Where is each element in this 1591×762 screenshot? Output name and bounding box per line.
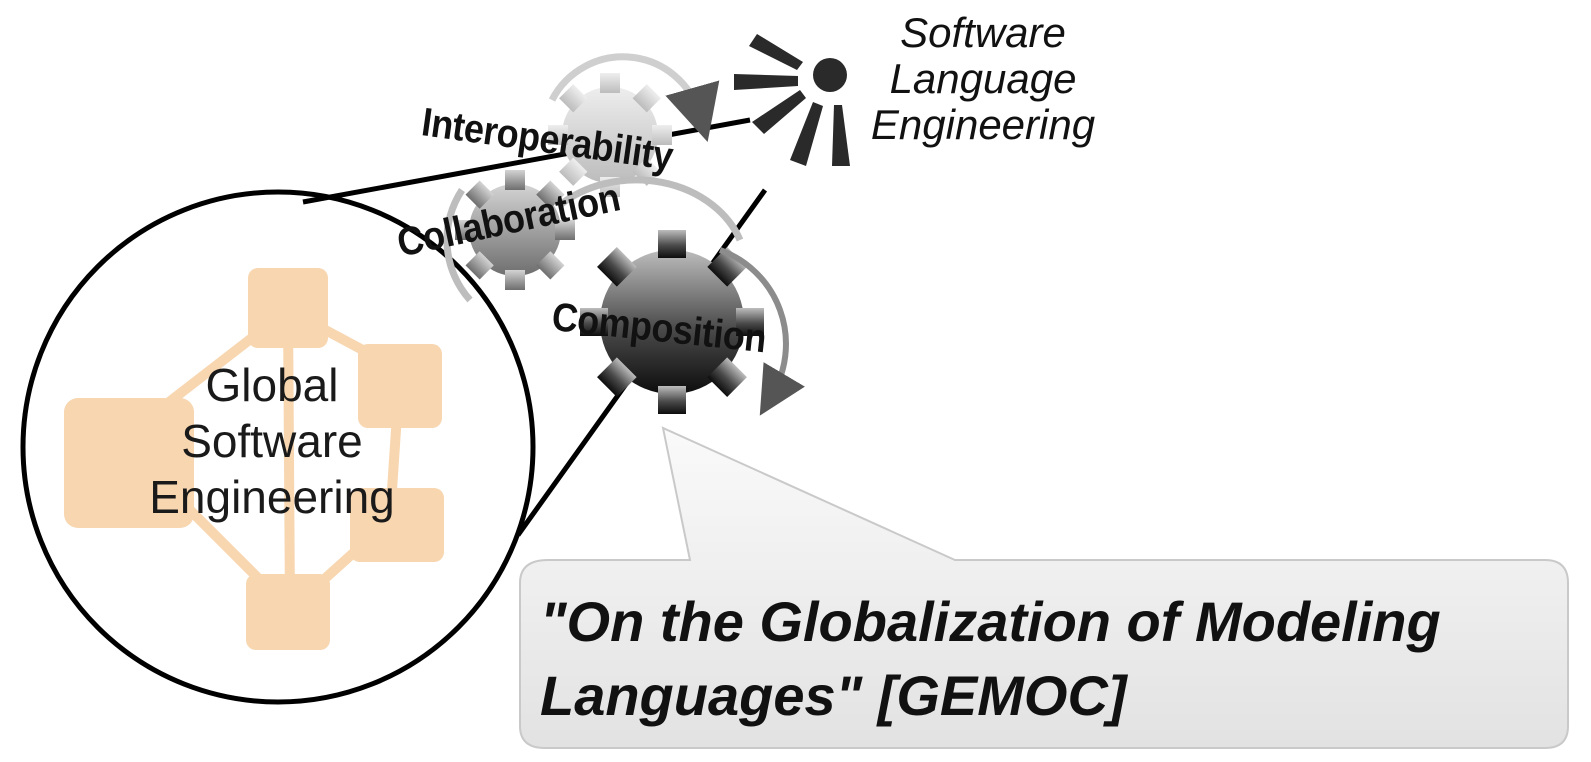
gse-line2: Software (181, 415, 363, 467)
mid-gear-icon (430, 145, 600, 315)
callout-bubble (519, 426, 1569, 749)
network-icon (64, 268, 444, 650)
sle-line2: Language (889, 55, 1077, 102)
sle-line3: Engineering (870, 101, 1096, 148)
gse-label: Global Software Engineering (122, 357, 422, 525)
callout-line2: Languages" [GEMOC] (540, 664, 1127, 727)
callout-line1: "On the Globalization of Modeling (540, 590, 1441, 653)
gse-line3: Engineering (149, 471, 395, 523)
gse-circle (20, 189, 536, 705)
light-gear-arrow (548, 53, 720, 142)
mid-gear-arrow-top (557, 176, 744, 242)
dark-gear-arrow (718, 247, 805, 416)
sle-line1: Software (900, 9, 1066, 56)
sle-label: Software Language Engineering (852, 10, 1114, 148)
callout-text: "On the Globalization of Modeling Langua… (540, 585, 1441, 733)
dark-gear-icon (541, 191, 803, 453)
gse-line1: Global (205, 359, 339, 411)
mid-gear-arrow (443, 188, 473, 303)
burst-icon (734, 34, 850, 166)
